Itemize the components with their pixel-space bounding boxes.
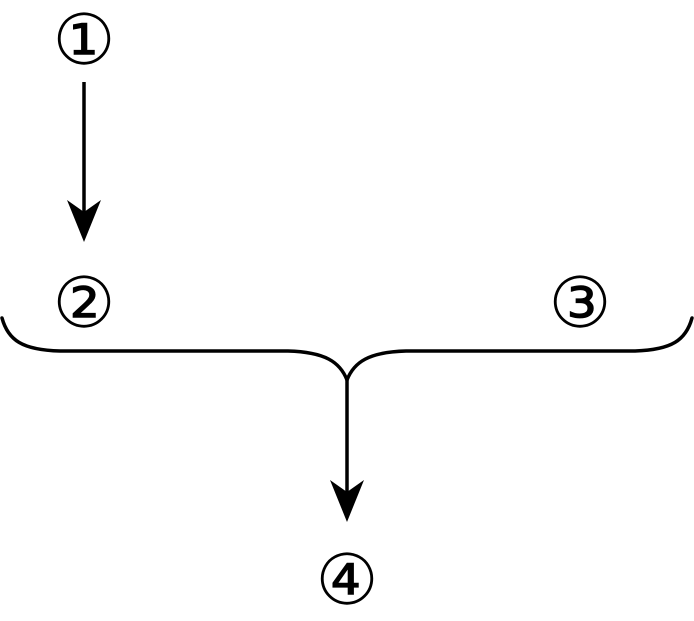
node-4-label: ④: [316, 539, 379, 621]
node-1-label: ①: [53, 0, 116, 81]
node-3-label: ③: [549, 262, 612, 344]
arrow-1-to-2-head: [67, 200, 101, 242]
node-2-label: ②: [53, 262, 116, 344]
arrow-group-to-4-head: [330, 480, 364, 522]
